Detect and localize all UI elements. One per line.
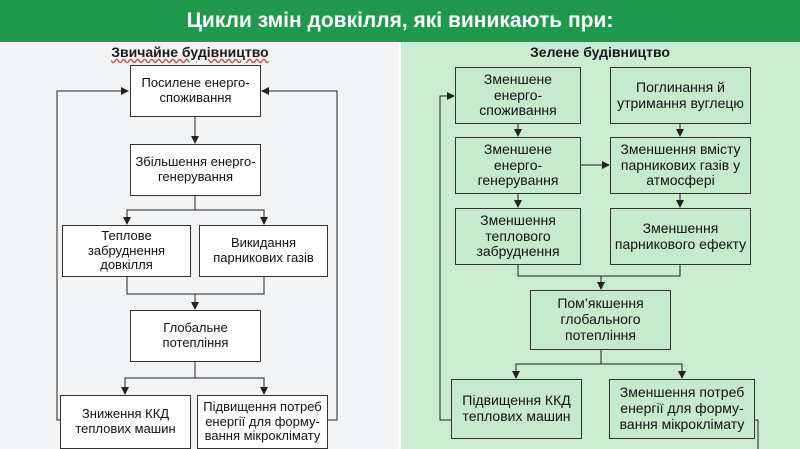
right-box-carbon-absorption: Поглинання й утримання вуглецю [610, 67, 751, 124]
left-box-thermal-pollution: Теплове забруднення довкілля [62, 225, 191, 277]
right-box-thermal-pollution: Зменшення теплового забруднення [455, 208, 581, 265]
right-box-energy-generation: Зменшене енерго-генерування [455, 137, 581, 194]
left-box-energy-generation: Збільшення енерго-генерування [130, 144, 261, 196]
right-box-microclimate-energy: Зменшення потреб енергії для форму-вання… [609, 379, 755, 439]
page-title: Цикли змін довкілля, які виникають при: [0, 0, 800, 42]
right-box-engine-efficiency: Підвищення ККД теплових машин [451, 379, 582, 439]
right-box-energy-use: Зменшене енерго-споживання [455, 67, 581, 124]
left-box-global-warming: Глобальне потепління [130, 310, 261, 362]
left-box-greenhouse-emission: Викидання парникових газів [199, 225, 328, 277]
right-box-greenhouse-effect: Зменшення парникового ефекту [610, 208, 751, 265]
left-box-microclimate-energy: Підвищення потреб енергії для форму-ванн… [197, 395, 328, 449]
right-box-ghg-content: Зменшення вмісту парникових газів у атмо… [610, 137, 751, 194]
left-box-energy-use: Посилене енерго-споживання [130, 65, 261, 117]
green-heading: Зелене будівництво [530, 44, 670, 60]
right-box-global-warming: Пом’якшення глобального потепління [530, 290, 671, 350]
conventional-heading: Звичайне будівництво [111, 44, 269, 60]
left-box-engine-efficiency: Зниження ККД теплових машин [60, 395, 191, 449]
